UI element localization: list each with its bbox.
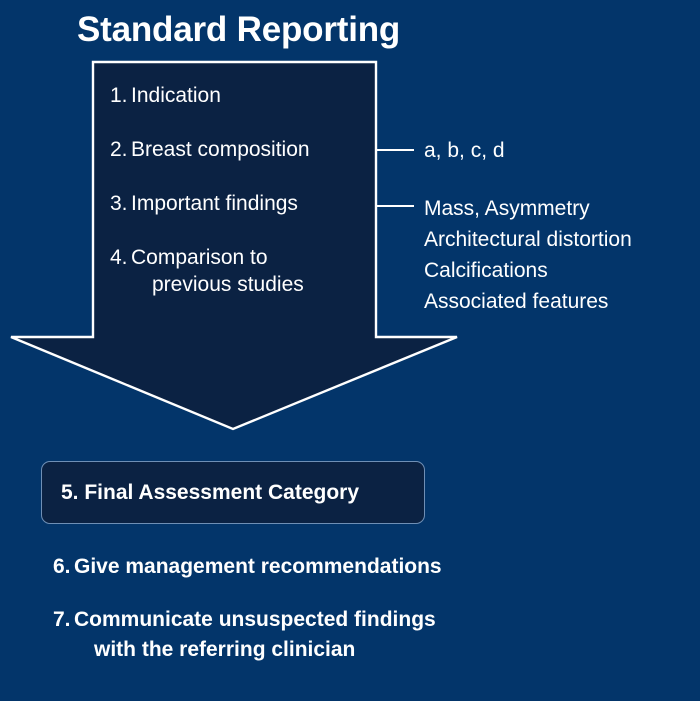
standard-reporting-steps-box: 1. Indication 2. Breast composition 3. I… xyxy=(93,62,376,338)
list-item-label: Communicate unsuspected findings xyxy=(74,608,436,631)
list-item-label: Breast composition xyxy=(131,138,310,161)
list-item-label-line1: Comparison to xyxy=(131,246,268,269)
list-item: 1. Indication xyxy=(110,82,221,109)
list-item: 3. Important findings xyxy=(110,190,298,217)
annotation-line: Associated features xyxy=(424,290,609,313)
down-arrow-shape xyxy=(9,60,459,432)
annotation-breast-composition: a, b, c, d xyxy=(424,137,505,164)
list-item-number: 1. xyxy=(110,84,128,107)
final-assessment-category-label: 5. Final Assessment Category xyxy=(61,480,359,504)
annotation-line: Mass, Asymmetry xyxy=(424,197,590,220)
leader-line-icon xyxy=(377,149,414,151)
list-item: 7. Communicate unsuspected findings with… xyxy=(53,605,436,665)
list-item-number: 6. xyxy=(53,555,71,578)
list-item-number: 7. xyxy=(53,608,71,631)
annotation-line: a, b, c, d xyxy=(424,139,505,162)
annotation-important-findings: Mass, Asymmetry Architectural distortion… xyxy=(424,193,632,317)
list-item-number: 2. xyxy=(110,138,128,161)
list-item: 2. Breast composition xyxy=(110,136,310,163)
down-arrow-icon xyxy=(10,60,458,431)
list-item: 6. Give management recommendations xyxy=(53,552,442,582)
list-item-label-line2: with the referring clinician xyxy=(94,638,356,661)
list-item: 4. Comparison to previous studies xyxy=(110,244,304,298)
list-item-label: Comparison to previous studies xyxy=(131,244,304,298)
list-item-number: 3. xyxy=(110,192,128,215)
list-item-label-line2: previous studies xyxy=(152,273,304,296)
list-item-label: Give management recommendations xyxy=(74,555,442,578)
list-item-label: Important findings xyxy=(131,192,298,215)
annotation-line: Calcifications xyxy=(424,259,548,282)
leader-line-icon xyxy=(377,205,414,207)
list-item-label: Indication xyxy=(131,84,221,107)
list-item-number: 4. xyxy=(110,246,128,269)
page-title: Standard Reporting xyxy=(77,10,401,49)
final-assessment-category-box: 5. Final Assessment Category xyxy=(41,461,425,524)
annotation-line: Architectural distortion xyxy=(424,228,632,251)
